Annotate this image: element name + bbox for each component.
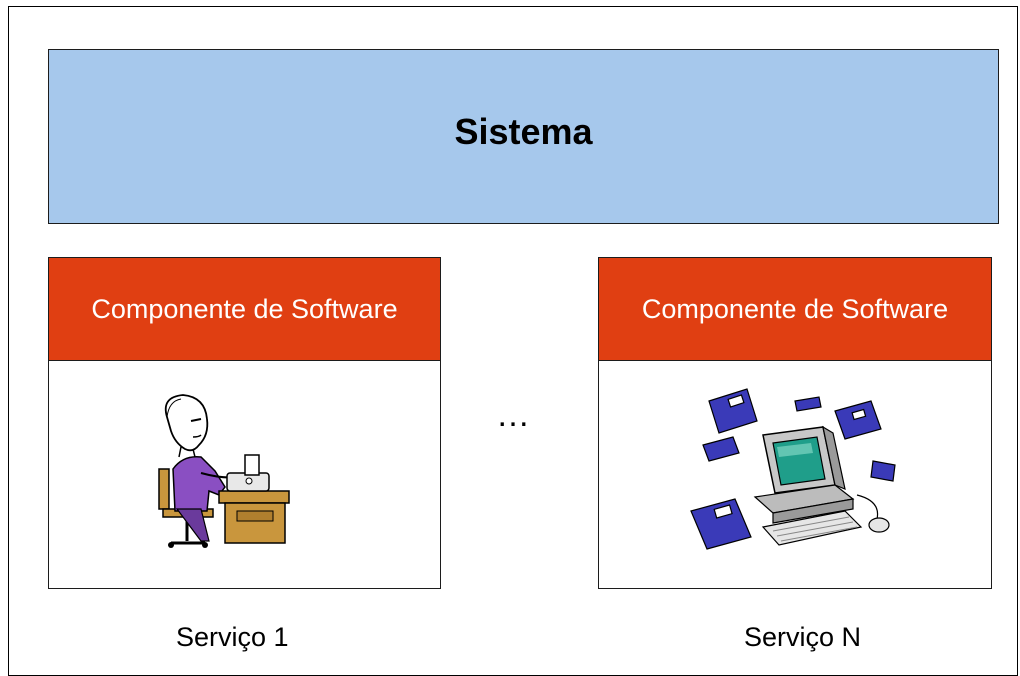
component-header-1: Componente de Software (49, 258, 440, 361)
ellipsis: … (496, 396, 534, 434)
component-box-n: Componente de Software (598, 257, 992, 589)
computer-floppy-icon (690, 388, 896, 550)
component-header-n: Componente de Software (599, 258, 991, 361)
system-box: Sistema (48, 49, 999, 224)
component-box-1: Componente de Software (48, 257, 441, 589)
component-label-1: Componente de Software (91, 293, 398, 324)
service-label-1: Serviço 1 (176, 622, 289, 652)
service-label-n: Serviço N (744, 622, 862, 652)
component-label-n: Componente de Software (641, 293, 949, 324)
component-body-1 (49, 361, 440, 589)
typist-icon (158, 394, 290, 548)
component-body-n (599, 361, 991, 589)
system-title: Sistema (454, 110, 593, 152)
